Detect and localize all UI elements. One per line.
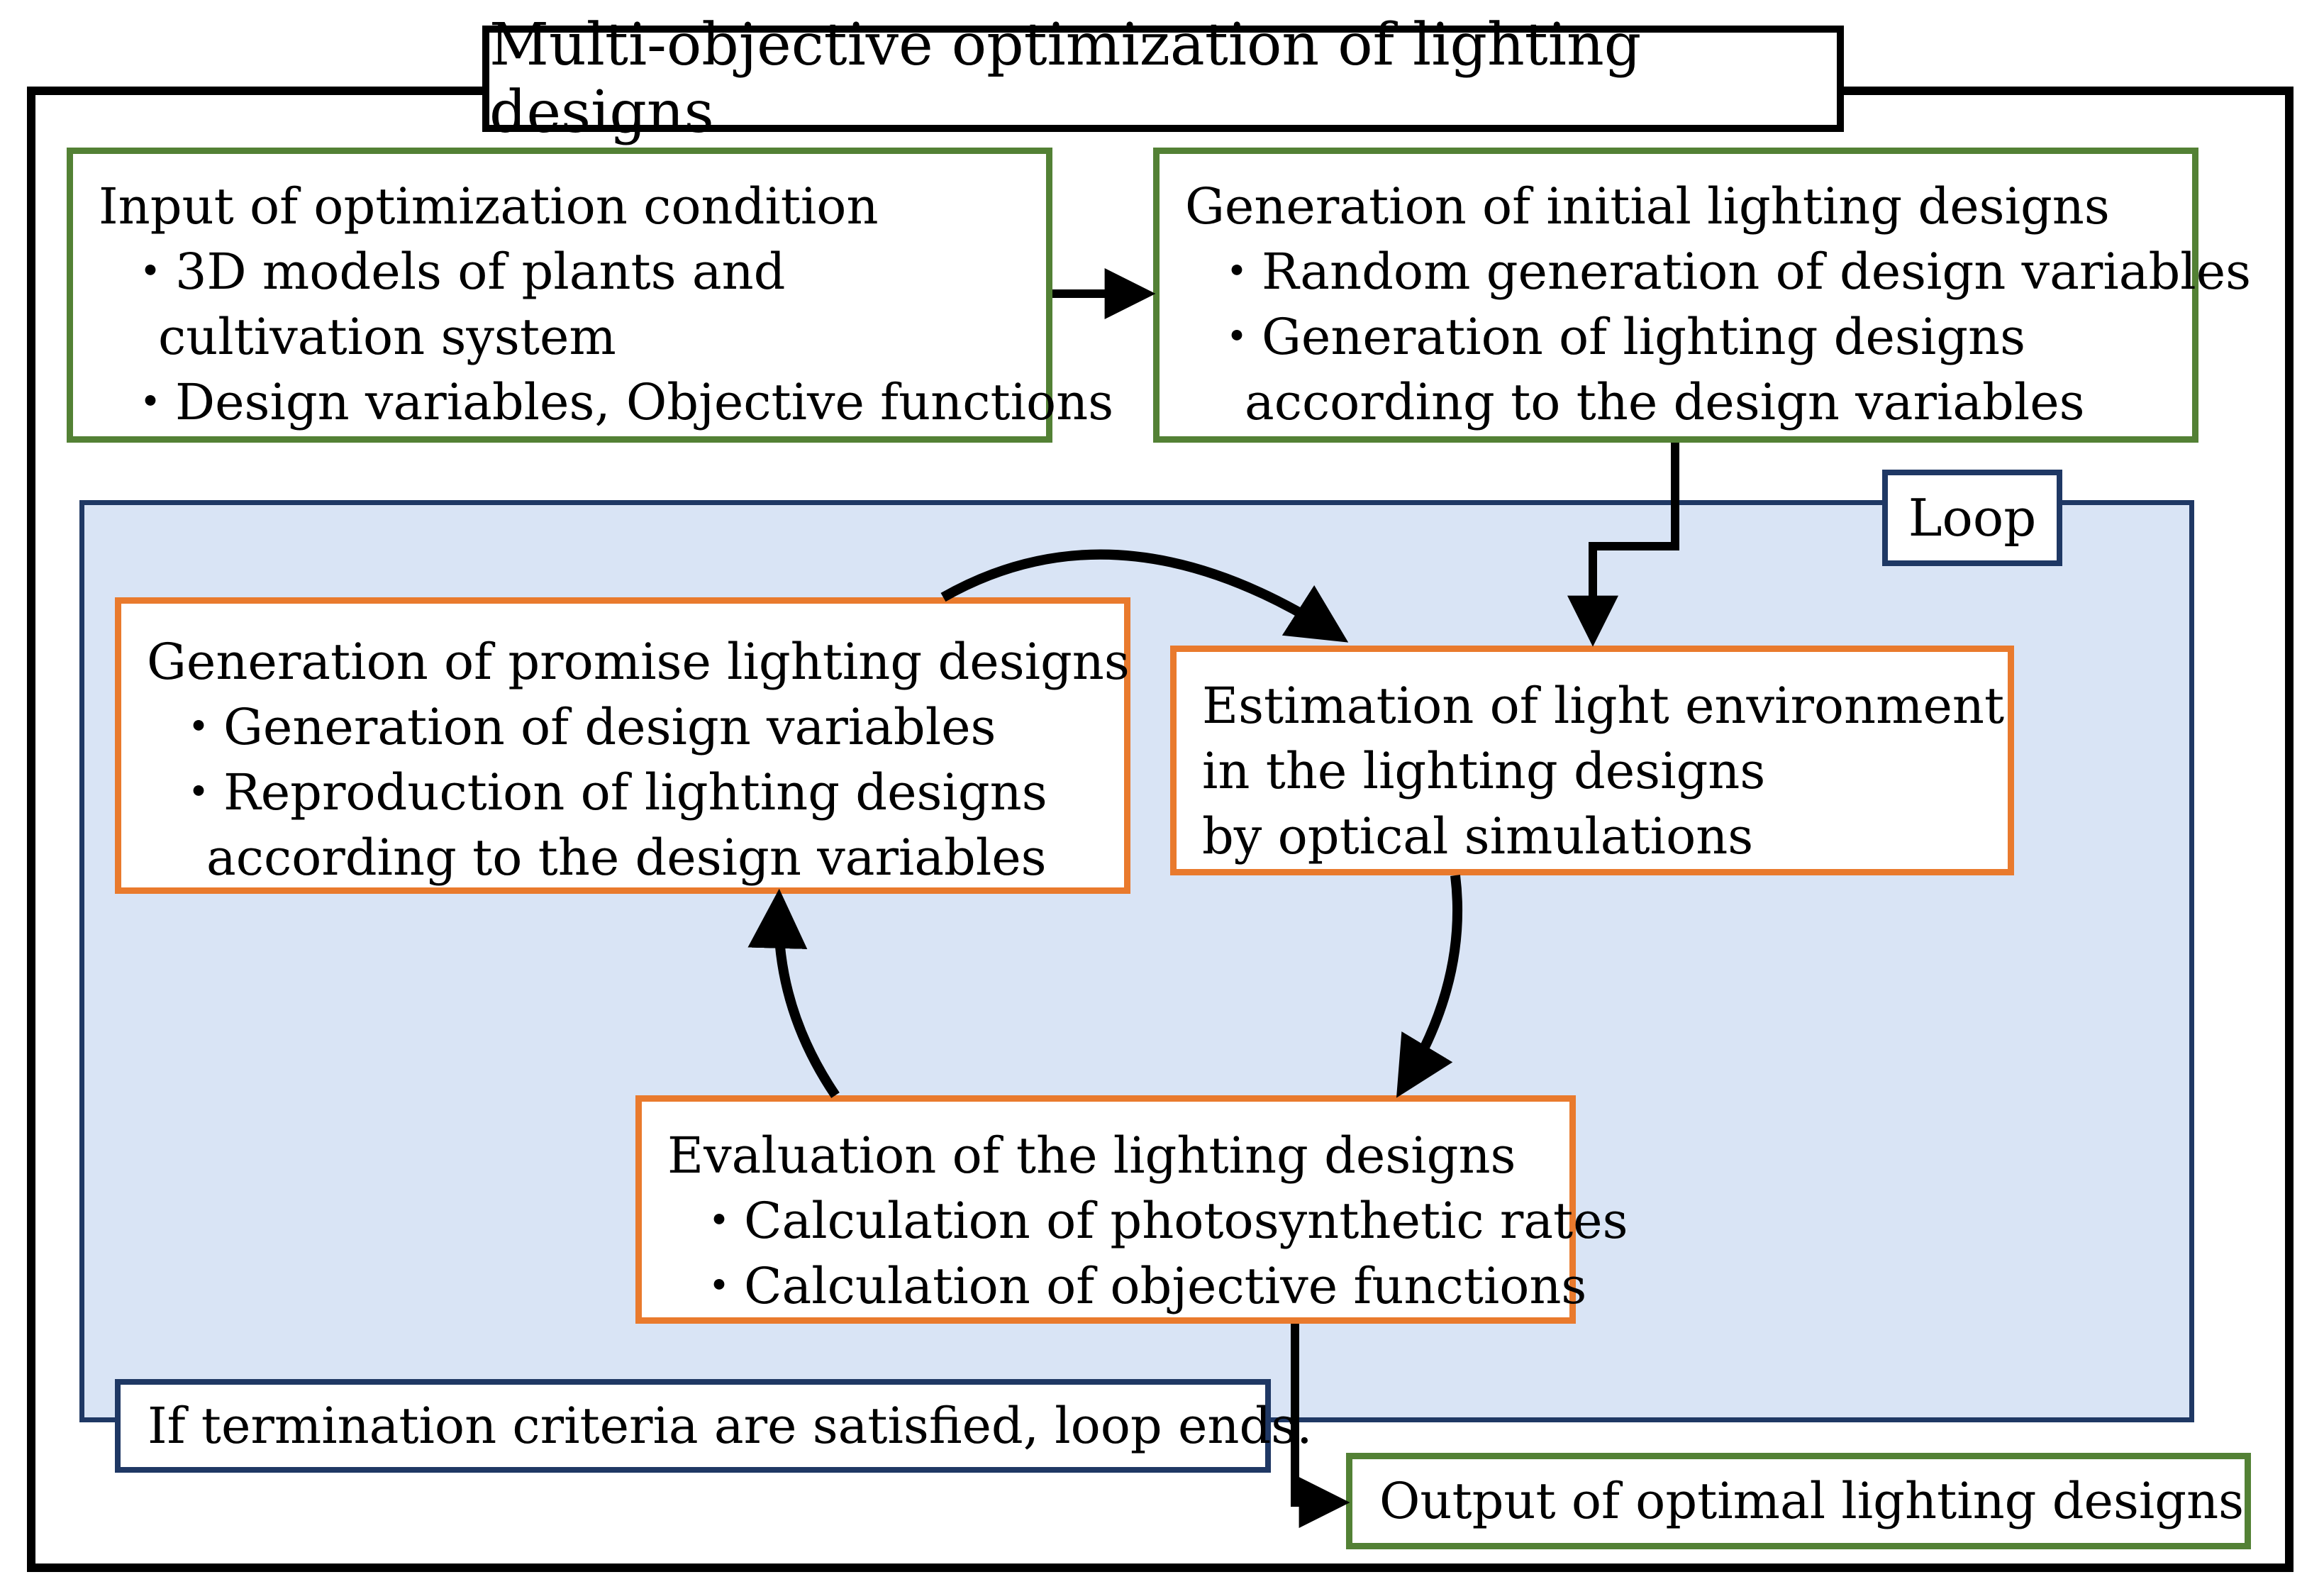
input-condition-box: Input of optimization condition ・3D mode… (67, 148, 1114, 443)
promise-bullet-1: ・Generation of design variables (174, 698, 996, 756)
initial-bullet-1: ・Random generation of design variables (1212, 243, 2252, 301)
initial-generation-box: Generation of initial lighting designs ・… (1153, 148, 2252, 443)
estimation-line-3: by optical simulations (1202, 807, 1754, 865)
evaluation-bullet-2: ・Calculation of objective functions (694, 1257, 1587, 1315)
evaluation-heading: Evaluation of the lighting designs (667, 1127, 1516, 1185)
termination-box: If termination criteria are satisfied, l… (115, 1379, 1312, 1473)
promise-bullet-2: ・Reproduction of lighting designs (174, 763, 1047, 821)
promise-bullet-2-cont: according to the design variables (206, 829, 1047, 887)
input-bullet-1: ・3D models of plants and (126, 243, 786, 301)
input-bullet-2: ・Design variables, Objective functions (126, 373, 1114, 431)
output-text: Output of optimal lighting designs (1379, 1472, 2245, 1530)
promise-heading: Generation of promise lighting designs (147, 633, 1130, 691)
loop-label: Loop (1908, 488, 2037, 548)
estimation-box: Estimation of light environment in the l… (1170, 646, 2014, 875)
termination-text: If termination criteria are satisfied, l… (148, 1397, 1313, 1455)
evaluation-box: Evaluation of the lighting designs ・Calc… (635, 1095, 1628, 1324)
initial-bullet-2-cont: according to the design variables (1245, 373, 2085, 431)
input-heading: Input of optimization condition (99, 177, 879, 236)
loop-label-box: Loop (1882, 470, 2062, 566)
promise-generation-box: Generation of promise lighting designs ・… (115, 597, 1130, 894)
output-box: Output of optimal lighting designs (1346, 1453, 2251, 1549)
diagram-title-text: Multi-objective optimization of lighting… (489, 11, 1642, 146)
diagram-title: Multi-objective optimization of lighting… (482, 11, 1844, 146)
initial-heading: Generation of initial lighting designs (1185, 177, 2110, 236)
estimation-line-1: Estimation of light environment (1202, 677, 2005, 735)
evaluation-bullet-1: ・Calculation of photosynthetic rates (694, 1192, 1628, 1250)
input-bullet-1-cont: cultivation system (158, 308, 616, 366)
initial-bullet-2: ・Generation of lighting designs (1212, 308, 2026, 366)
estimation-line-2: in the lighting designs (1202, 742, 1766, 800)
